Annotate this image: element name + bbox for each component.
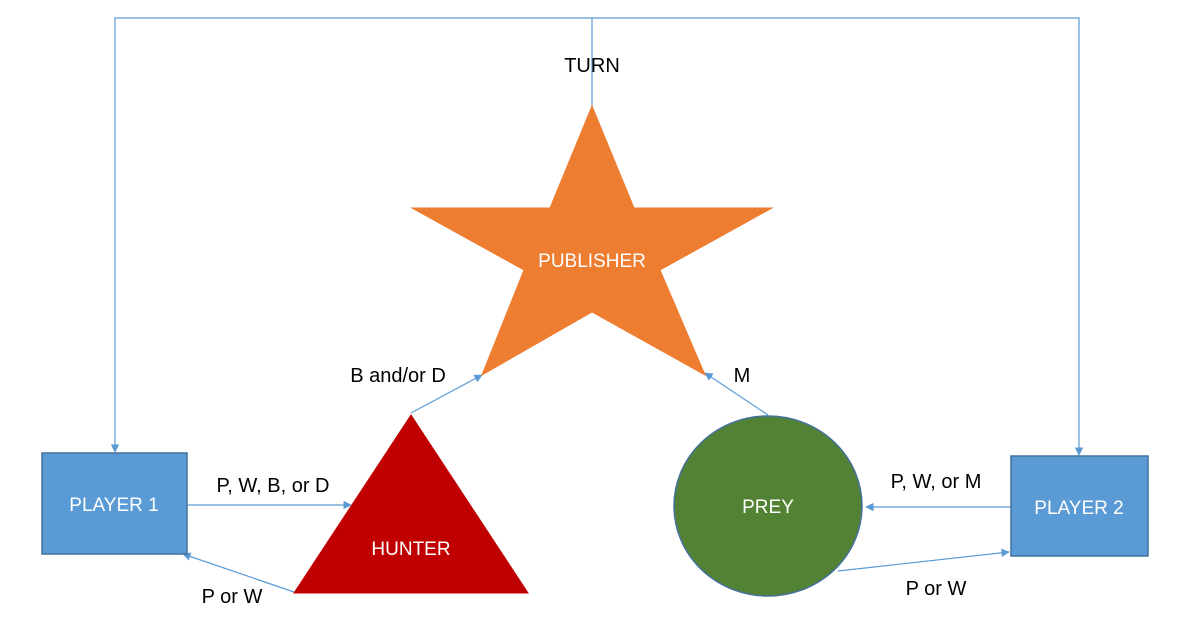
player2-box bbox=[1010, 455, 1149, 557]
player1-label: PLAYER 1 bbox=[69, 495, 158, 516]
prey-to-player2-edge bbox=[837, 548, 1010, 572]
prey-circle bbox=[673, 415, 863, 597]
hunter-to-publisher-edge bbox=[410, 374, 483, 414]
publisher-label: PUBLISHER bbox=[538, 251, 646, 272]
player1-to-hunter-label: P, W, B, or D bbox=[217, 475, 330, 497]
turn-edge-player1 bbox=[110, 17, 593, 453]
prey-to-player2-label: P or W bbox=[906, 578, 967, 600]
hunter-to-player1-label: P or W bbox=[202, 586, 263, 608]
hunter-to-player1-edge bbox=[182, 552, 295, 593]
prey-to-publisher-label: M bbox=[734, 365, 751, 387]
player1-box bbox=[41, 452, 188, 555]
turn-label: TURN bbox=[564, 55, 620, 77]
hunter-label: HUNTER bbox=[371, 539, 450, 560]
prey-label: PREY bbox=[742, 497, 794, 518]
hunter-triangle bbox=[293, 414, 529, 594]
hunter-to-publisher-label: B and/or D bbox=[350, 365, 446, 387]
player2-to-prey-label: P, W, or M bbox=[891, 471, 982, 493]
turn-edge-player2 bbox=[592, 17, 1084, 456]
player2-label: PLAYER 2 bbox=[1034, 498, 1123, 519]
publisher-star bbox=[410, 104, 774, 377]
prey-to-publisher-edge bbox=[704, 372, 769, 416]
